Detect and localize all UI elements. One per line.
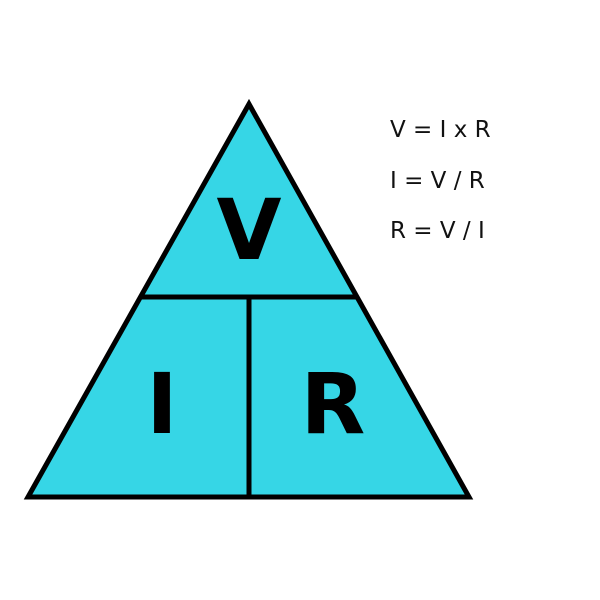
voltage-label: V xyxy=(216,181,281,279)
current-label: I xyxy=(146,355,177,453)
formula-voltage: V = I x R xyxy=(390,117,491,143)
resistance-label: R xyxy=(301,355,366,453)
formula-current: I = V / R xyxy=(390,168,485,194)
formula-resistance: R = V / I xyxy=(390,218,485,244)
